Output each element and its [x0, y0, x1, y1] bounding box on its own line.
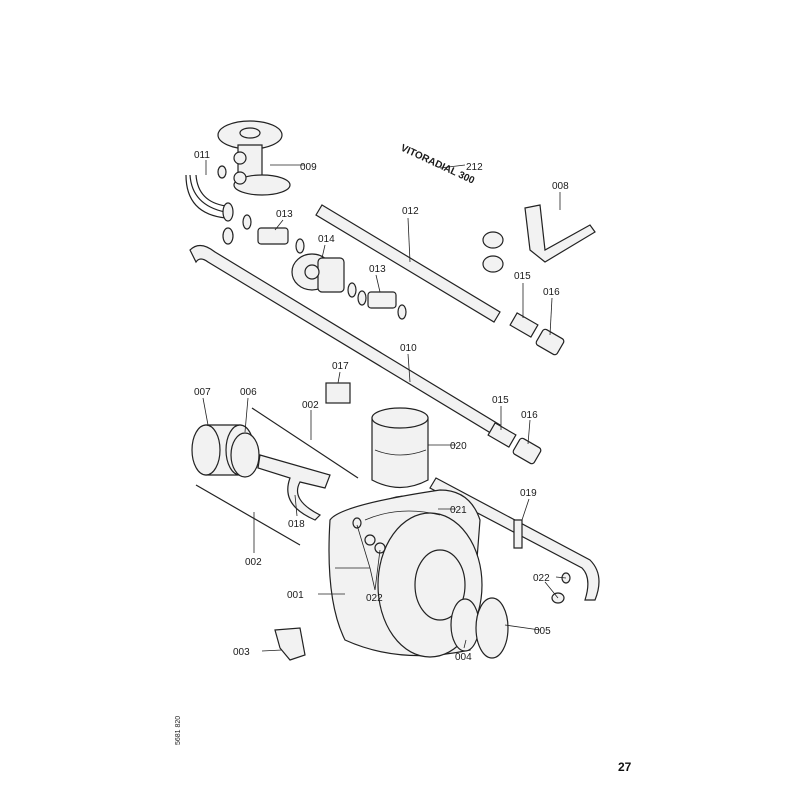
part-012-pipe: [315, 204, 501, 323]
part-013-valve-b: [367, 291, 397, 309]
part-016-union-lower: [512, 437, 542, 465]
callout-007: 007: [194, 387, 211, 398]
part-009-flange-tee: [217, 120, 291, 196]
callout-019: 019: [520, 488, 537, 499]
callout-021: 021: [450, 505, 467, 516]
callout-015: 015: [514, 271, 531, 282]
seals: [217, 165, 407, 320]
part-010-pipe: [189, 244, 501, 436]
part-011-bend-outline: [185, 174, 227, 219]
part-011-bend-pipe: [189, 174, 226, 213]
callout-012: 012: [402, 206, 419, 217]
part-003-drain-fitting: [274, 627, 306, 661]
part-018-pipe: [257, 454, 331, 521]
callout-013: 013: [276, 209, 293, 220]
document-number: 5681 820: [175, 716, 182, 745]
callout-018: 018: [288, 519, 305, 530]
callout-002: 002: [302, 400, 319, 411]
callout-013: 013: [369, 264, 386, 275]
callout-016: 016: [521, 410, 538, 421]
callout-011: 011: [194, 150, 210, 161]
part-005-cover-seal: [475, 597, 509, 659]
part-006-gasket: [230, 432, 260, 478]
callout-005: 005: [534, 626, 551, 637]
part-002-rod-upper: [251, 407, 359, 479]
callout-022: 022: [533, 573, 550, 584]
callout-008: 008: [552, 181, 569, 192]
part-016-union-upper: [535, 328, 565, 356]
callout-016: 016: [543, 287, 560, 298]
part-015-sleeve-lower: [487, 422, 517, 448]
callout-labels: 011 009 212 008 013 012 014 013 015 016 …: [194, 150, 569, 663]
part-008-bracket: [524, 204, 596, 263]
part-002-rod-lower: [195, 484, 301, 546]
callout-014: 014: [318, 234, 335, 245]
callout-010: 010: [400, 343, 417, 354]
callout-003: 003: [233, 647, 250, 658]
callout-002: 002: [245, 557, 262, 568]
page-number: 27: [618, 760, 632, 774]
leader-lines: [202, 160, 567, 652]
callout-017: 017: [332, 361, 349, 372]
callout-004: 004: [455, 652, 472, 663]
callout-020: 020: [450, 441, 467, 452]
callout-001: 001: [287, 590, 304, 601]
pipe-clamps: [482, 231, 504, 273]
callout-015: 015: [492, 395, 509, 406]
callout-022: 022: [366, 593, 383, 604]
part-014-pump: [291, 253, 345, 293]
callout-006: 006: [240, 387, 257, 398]
part-017-sensor: [325, 382, 351, 404]
part-015-sleeve-upper: [509, 312, 539, 338]
callout-212: 212: [466, 162, 483, 173]
part-020-flue-adapter: [371, 407, 429, 489]
part-013-valve-a: [257, 227, 289, 245]
callout-009: 009: [300, 162, 317, 173]
